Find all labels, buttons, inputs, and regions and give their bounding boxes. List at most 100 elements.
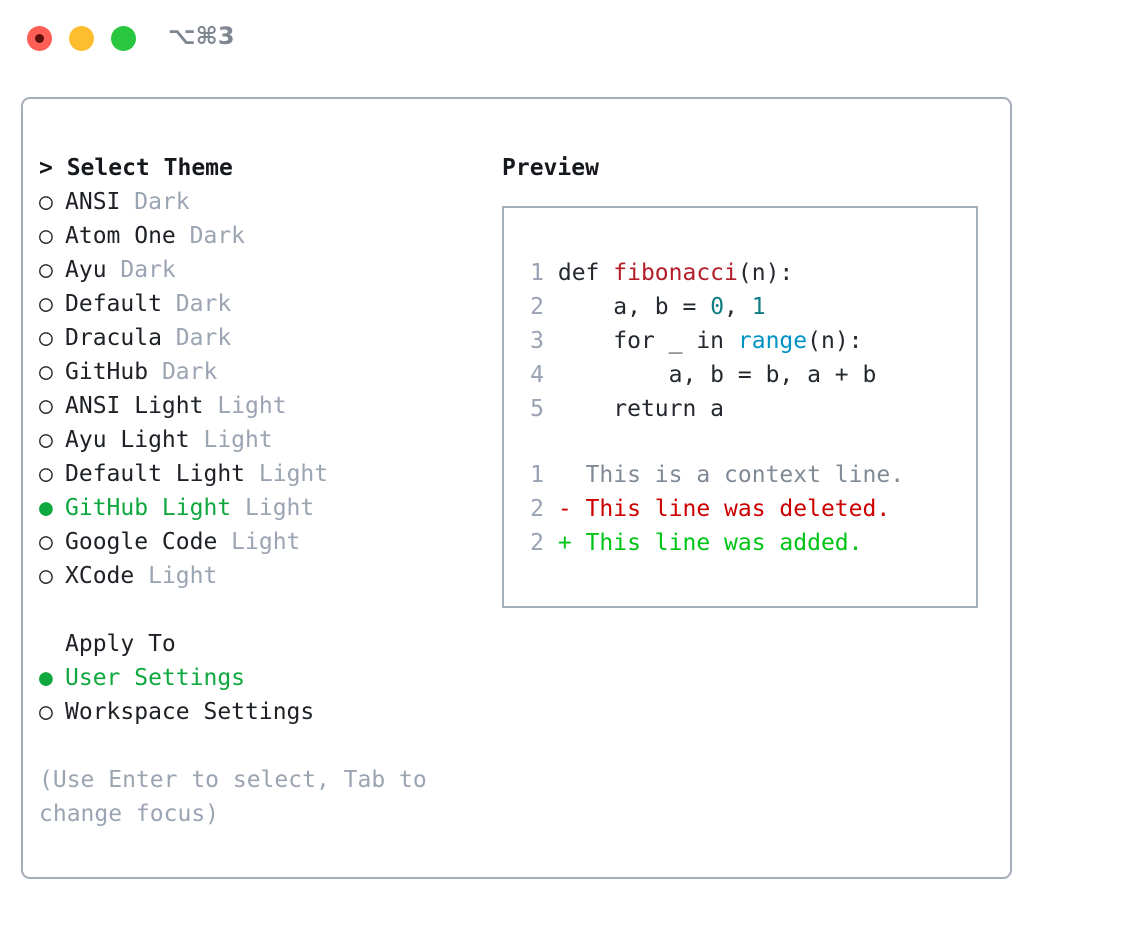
radio-unselected-icon: ○ [39, 461, 53, 487]
radio-unselected-icon: ○ [39, 291, 53, 317]
radio-unselected-icon: ○ [39, 257, 53, 283]
theme-item-tag: Light [217, 393, 287, 419]
radio-unselected-icon: ○ [39, 189, 53, 215]
theme-item-ansi-light[interactable]: ○ ANSI Light Light [39, 389, 489, 423]
keyboard-hint: (Use Enter to select, Tab to change focu… [39, 767, 441, 827]
code-line: 1 def fibonacci(n): [520, 256, 876, 290]
diff-line-number: 2 [530, 530, 544, 556]
spacer [39, 593, 489, 627]
code-line-number: 3 [530, 328, 544, 354]
apply-to-header: Apply To [65, 631, 176, 657]
diff-sample: 1 This is a context line.2 - This line w… [520, 458, 904, 560]
apply-to-item-label: User Settings [65, 665, 246, 691]
diff-line-del: 2 - This line was deleted. [520, 492, 904, 526]
theme-item-label: ANSI [65, 189, 135, 215]
radio-unselected-icon: ○ [39, 563, 53, 589]
theme-item-tag: Dark [175, 291, 232, 317]
theme-selection-column: > Select Theme ○ANSI Dark○Atom One Dark○… [39, 151, 489, 831]
code-token: return a [557, 396, 725, 422]
theme-item-ansi[interactable]: ○ANSI Dark [39, 185, 489, 219]
theme-item-tag: Light [245, 495, 315, 521]
theme-item-tag: Dark [189, 223, 246, 249]
theme-item-label: Ayu Light [65, 427, 204, 453]
theme-item-label: XCode [65, 563, 149, 589]
radio-unselected-icon: ○ [39, 393, 53, 419]
theme-item-default[interactable]: ○ Default Dark [39, 287, 489, 321]
theme-picker-panel: > Select Theme ○ANSI Dark○Atom One Dark○… [21, 97, 1012, 879]
code-line-number: 2 [530, 294, 544, 320]
theme-item-github[interactable]: ○ GitHub Dark [39, 355, 489, 389]
diff-line-text: + This line was added. [557, 530, 863, 556]
theme-item-xcode[interactable]: ○ XCode Light [39, 559, 489, 593]
code-line-number: 4 [530, 362, 544, 388]
code-line-number: 1 [530, 260, 544, 286]
theme-item-label: Google Code [65, 529, 232, 555]
keyboard-shortcut-label: ⌥⌘3 [168, 22, 235, 50]
theme-item-ayu-light[interactable]: ○ Ayu Light Light [39, 423, 489, 457]
code-token: 1 [751, 294, 766, 320]
theme-item-label: Default Light [65, 461, 259, 487]
apply-to-item-workspace-settings[interactable]: ○ Workspace Settings [39, 695, 489, 729]
code-line: 3 for _ in range(n): [520, 324, 876, 358]
minimize-button[interactable] [69, 26, 94, 51]
theme-item-tag: Light [258, 461, 329, 487]
close-button[interactable] [27, 26, 52, 51]
diff-line-text: This is a context line. [557, 462, 905, 488]
radio-unselected-icon: ○ [39, 325, 53, 351]
theme-item-label: Dracula [65, 325, 176, 351]
theme-item-label: Ayu [65, 257, 121, 283]
theme-item-ayu[interactable]: ○ Ayu Dark [39, 253, 489, 287]
theme-item-tag: Dark [175, 325, 232, 351]
code-line: 5 return a [520, 392, 876, 426]
theme-item-dracula[interactable]: ○ Dracula Dark [39, 321, 489, 355]
theme-list[interactable]: ○ ANSI Dark ○ Atom One Dark ○ Ayu Dark ○ Defaul… [39, 185, 489, 593]
traffic-lights [27, 26, 136, 51]
theme-item-google-code[interactable]: ○ Google Code Light [39, 525, 489, 559]
theme-item-tag: Light [231, 529, 301, 555]
maximize-button[interactable] [111, 26, 136, 51]
apply-to-list[interactable]: ● User Settings ○ Workspace Settings [39, 661, 489, 729]
theme-item-tag: Dark [161, 359, 218, 385]
theme-item-label: Atom One [65, 223, 190, 249]
theme-item-label: ANSI Light [65, 393, 218, 419]
preview-column: Preview 1 def fibonacci(n):2 a, b = 0, 1… [502, 151, 992, 608]
theme-item-label: GitHub Light [65, 495, 246, 521]
theme-item-tag: Light [203, 427, 273, 453]
diff-line-text: - This line was deleted. [557, 496, 891, 522]
theme-item-tag: Dark [120, 257, 176, 283]
theme-item-label: GitHub [65, 359, 162, 385]
diff-line-ctx: 1 This is a context line. [520, 458, 904, 492]
apply-to-item-user-settings[interactable]: ● User Settings [39, 661, 489, 695]
radio-unselected-icon: ○ [39, 359, 53, 385]
radio-unselected-icon: ○ [39, 699, 53, 725]
diff-line-number: 2 [530, 496, 544, 522]
radio-selected-icon: ● [39, 495, 53, 521]
radio-unselected-icon: ○ [39, 529, 53, 555]
diff-line-number: 1 [530, 462, 544, 488]
code-line: 2 a, b = 0, 1 [520, 290, 876, 324]
select-theme-header: > Select Theme [39, 155, 233, 181]
theme-item-github-light[interactable]: ● GitHub Light Light [39, 491, 489, 525]
radio-unselected-icon: ○ [39, 223, 53, 249]
code-token: a, b = [557, 294, 711, 320]
diff-line-add: 2 + This line was added. [520, 526, 904, 560]
theme-item-atom-one[interactable]: ○ Atom One Dark [39, 219, 489, 253]
code-token: a, b = b, a + b [557, 362, 877, 388]
code-token: range [737, 328, 808, 354]
code-token: (n): [807, 328, 863, 354]
apply-to-item-label: Workspace Settings [65, 699, 315, 725]
code-token: fibonacci [613, 260, 738, 286]
preview-title: Preview [502, 155, 599, 181]
title-bar: ⌥⌘3 [0, 0, 1140, 78]
code-line-number: 5 [530, 396, 544, 422]
theme-item-tag: Light [148, 563, 218, 589]
radio-unselected-icon: ○ [39, 427, 53, 453]
radio-selected-icon: ● [39, 665, 53, 691]
theme-item-default-light[interactable]: ○ Default Light Light [39, 457, 489, 491]
code-line: 4 a, b = b, a + b [520, 358, 876, 392]
code-token: for _ in [557, 328, 738, 354]
theme-item-label: Default [65, 291, 176, 317]
